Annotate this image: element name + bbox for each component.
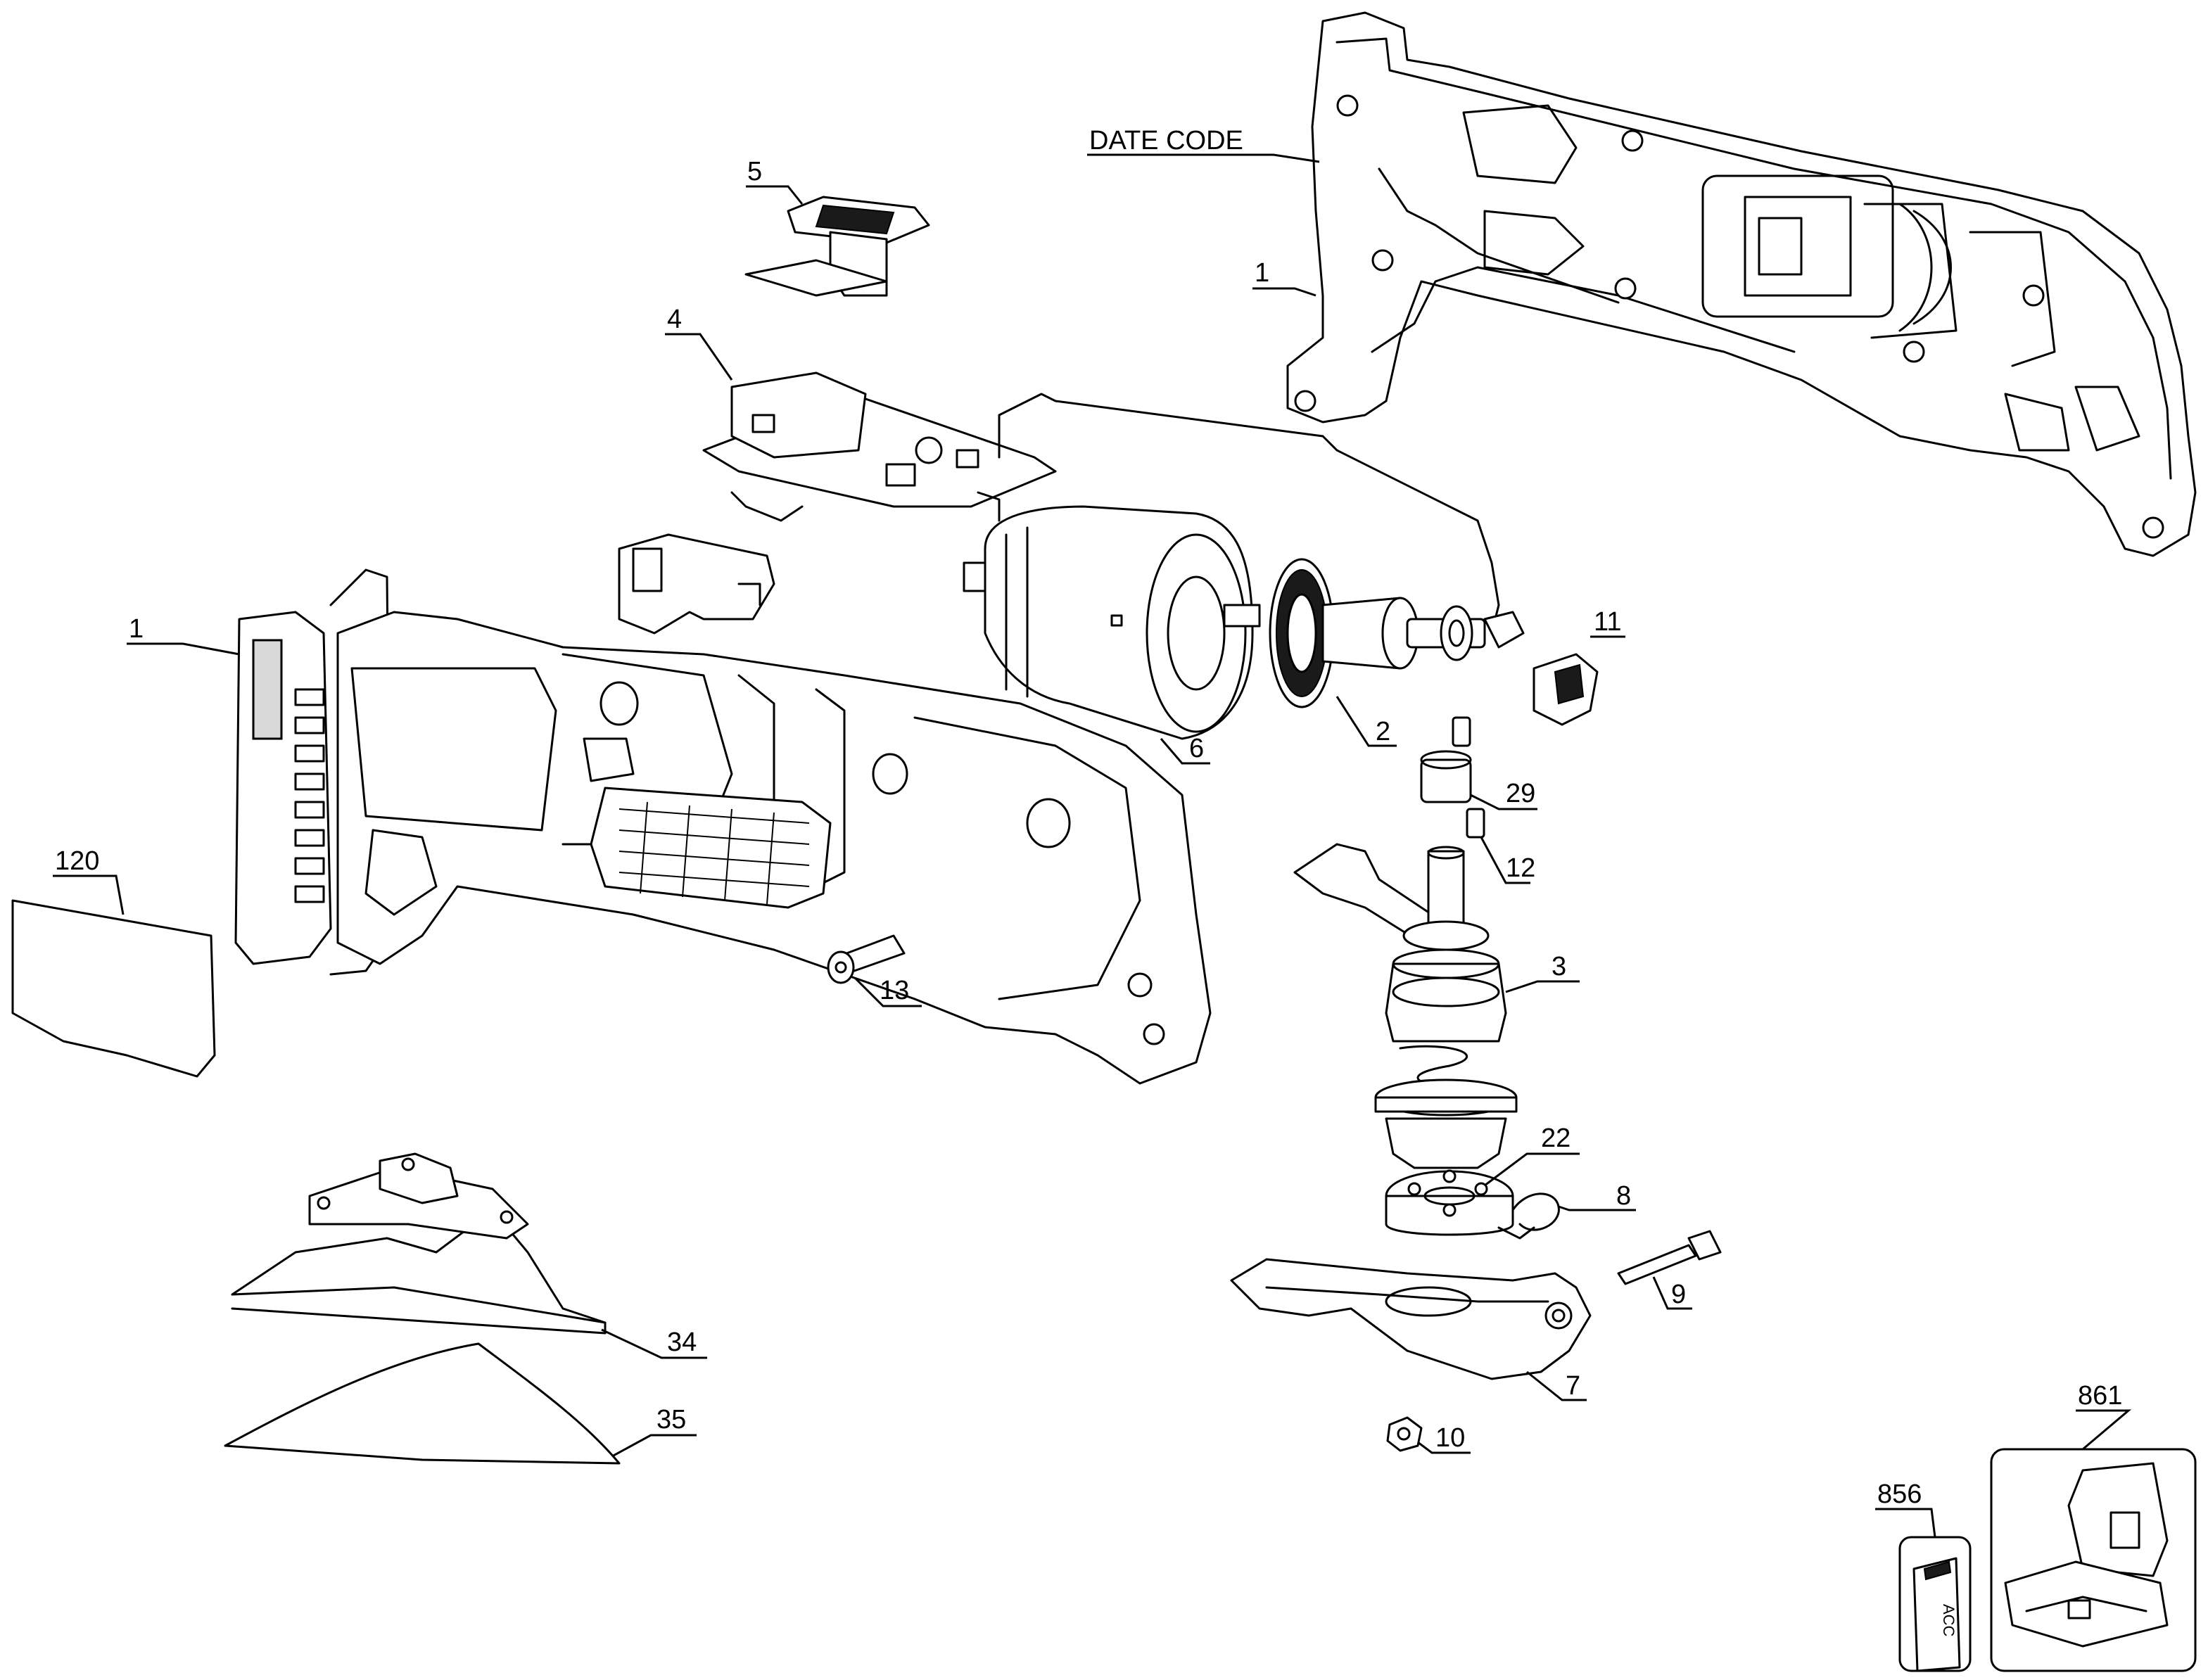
label-part-1-right: 1 [1255,258,1269,288]
label-part-120: 120 [55,846,99,876]
leader-lines [53,153,2132,1538]
label-part-7: 7 [1566,1371,1580,1401]
label-part-2: 2 [1376,717,1390,746]
label-part-856: 856 [1877,1479,1922,1509]
vent-grille [590,787,832,909]
label-part-9: 9 [1671,1280,1686,1309]
pin-12 [1466,808,1485,839]
pin-upper [1452,716,1471,747]
label-part-10: 10 [1435,1423,1465,1453]
label-part-6: 6 [1189,734,1204,763]
bushing-29 [1420,750,1472,803]
label-part-861: 861 [2078,1381,2122,1411]
label-part-3: 3 [1552,952,1566,981]
label-part-35: 35 [656,1405,686,1434]
spindle-assembly-3 [1293,843,1518,1169]
battery-rib-set [294,688,325,903]
switch-5 [744,196,930,297]
flange-22 [1385,1169,1514,1236]
bolt-9 [1617,1230,1722,1285]
label-part-11: 11 [1594,607,1621,637]
label-part-12: 12 [1506,853,1535,883]
label-part-29: 29 [1506,779,1535,808]
part-labels: DATE CODE 1 5 4 1 6 2 11 29 12 3 22 8 9 … [55,126,2122,1637]
carry-case-861 [1990,1448,2197,1672]
label-part-4: 4 [667,305,682,334]
housing-half-right [1286,11,2197,557]
label-part-22: 22 [1541,1124,1571,1153]
label-part-34: 34 [667,1328,697,1357]
lever-7 [1230,1258,1592,1380]
spring-clip-8 [1497,1192,1560,1240]
label-date-code: DATE CODE [1089,126,1243,155]
nut-10 [1386,1416,1423,1452]
label-part-13: 13 [880,976,909,1005]
motor-6 [963,505,1261,740]
sanding-pad-34 [231,1152,607,1335]
battery-label-120 [11,899,216,1078]
control-module-4 [618,371,1500,635]
sanding-sheet-35 [224,1342,621,1465]
gear-2 [1269,558,1525,708]
cap-11 [1533,653,1599,726]
label-part-5: 5 [747,157,762,186]
label-part-8: 8 [1616,1181,1631,1211]
accessory-card-856 [1898,1536,1972,1672]
acc-card-text: ACC [1940,1604,1958,1637]
housing-half-left-assembled-body [234,568,1212,1085]
label-part-1-left: 1 [129,614,144,644]
screw-13 [827,934,906,984]
